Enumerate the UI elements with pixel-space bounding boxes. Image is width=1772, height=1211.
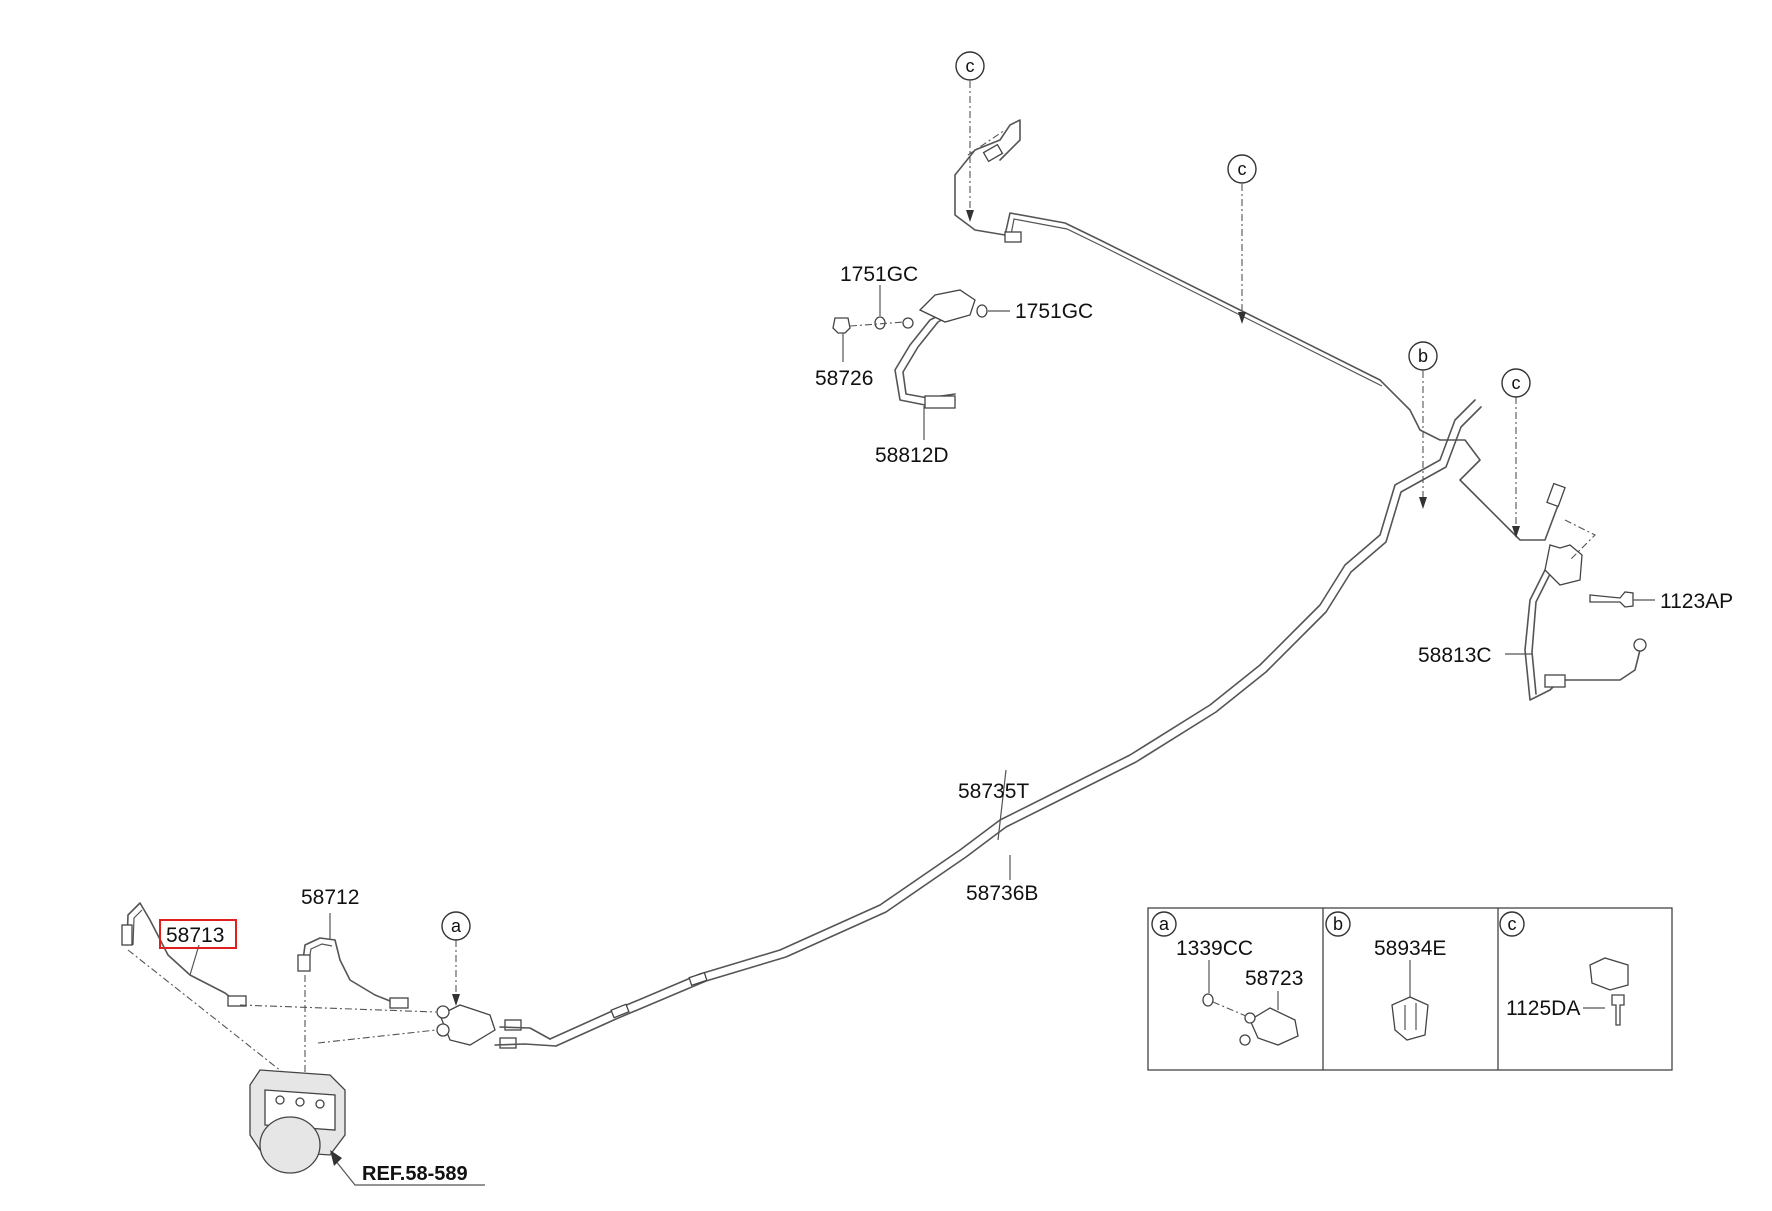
screw-58726[interactable] [832,317,851,362]
callout-b-right[interactable]: b [1408,341,1438,371]
label-58736b: 58736B [966,882,1038,905]
label-58735t: 58735T [958,780,1029,803]
brake-tube-58735t-58736b[interactable] [549,399,1482,1047]
callout-c-right[interactable]: c [1501,368,1531,398]
label-1123ap: 1123AP [1660,590,1733,613]
label-58812d: 58812D [875,444,949,467]
brake-hose-58812d[interactable] [894,119,1022,409]
legend-c: c 1125DA [1499,911,1629,1026]
svg-text:58934E: 58934E [1374,937,1446,960]
svg-text:b: b [1333,914,1343,934]
brake-hose-58813c[interactable] [1524,482,1647,701]
svg-text:a: a [1159,914,1170,934]
junction-block[interactable] [436,1004,557,1049]
svg-text:58723: 58723 [1245,967,1303,990]
svg-text:c: c [1238,159,1247,179]
label-1751gc-right: 1751GC [1015,300,1093,323]
arrowheads [452,210,1520,1006]
legend-b: b 58934E [1325,911,1446,1041]
legend-box: a 1339CC 58723 b 58934E c 1125DA [1147,907,1673,1071]
svg-text:c: c [966,56,975,76]
ref-arrow [330,1150,485,1186]
callout-c-top[interactable]: c [955,51,985,81]
abs-unit[interactable] [249,1069,346,1174]
svg-text:c: c [1508,914,1517,934]
brake-tube-58713[interactable] [121,902,247,1007]
svg-text:b: b [1418,346,1428,366]
washer-1751gc-left[interactable] [874,285,886,330]
svg-text:1339CC: 1339CC [1176,937,1253,960]
svg-text:a: a [451,916,462,936]
svg-text:c: c [1512,373,1521,393]
label-58813c: 58813C [1418,644,1492,667]
brake-tube-58712[interactable] [297,937,409,1009]
brake-tube-upper[interactable] [1004,212,1561,541]
washer-1751gc-right[interactable] [976,304,1010,318]
label-58726: 58726 [815,367,873,390]
label-58712: 58712 [301,886,359,909]
highlight-58713 [159,919,237,949]
bolt-1123ap[interactable] [1589,591,1655,608]
callout-c-middle[interactable]: c [1227,154,1257,184]
label-1751gc-left: 1751GC [840,263,918,286]
label-58713[interactable]: 58713 [166,924,224,947]
label-ref[interactable]: REF.58-589 [362,1163,468,1185]
svg-text:1125DA: 1125DA [1506,997,1580,1020]
legend-a: a 1339CC 58723 [1151,911,1303,1046]
callout-a-left[interactable]: a [441,911,471,941]
